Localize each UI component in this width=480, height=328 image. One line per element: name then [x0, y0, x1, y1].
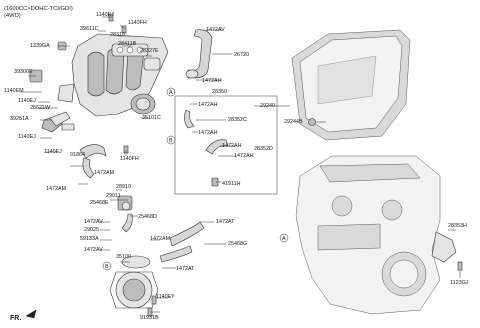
callout-1123GJ[interactable]: 1123GJ [450, 280, 469, 286]
callout-1472AT-top[interactable]: 1472AT [216, 219, 235, 225]
bolt-1140EJ-top[interactable] [108, 13, 114, 22]
hose-25468E[interactable] [82, 157, 95, 179]
callout-28910[interactable]: 28910 [116, 184, 131, 190]
leader-lines [20, 16, 461, 313]
intake-gasket-2[interactable] [143, 57, 161, 71]
callout-29011[interactable]: 29011 [106, 193, 121, 199]
air-intake-hose-26720[interactable] [185, 29, 213, 79]
callout-39611C[interactable]: 39611C [80, 26, 99, 32]
callout-28353H[interactable]: 28353H [448, 223, 467, 229]
callout-1472AM-a[interactable]: 1472AM [94, 170, 115, 176]
callout-25621W[interactable]: 25621W [30, 105, 51, 111]
header-engine-spec: (1600CC>DOHC-TCI/GDI) [4, 6, 73, 12]
callout-1472AH-1[interactable]: 1472AH [198, 102, 218, 108]
callout-1140EJ-mid[interactable]: 1140EJ [18, 98, 36, 104]
bolt-1140EY[interactable] [151, 295, 157, 305]
callout-28310[interactable]: 28310 [110, 32, 125, 38]
hose-25468D[interactable] [121, 213, 133, 233]
ref-b-throttle: B [102, 261, 112, 271]
callout-1339GA[interactable]: 1339GA [30, 43, 50, 49]
callout-28327E[interactable]: 28327E [140, 48, 159, 54]
svg-text:B: B [169, 138, 173, 144]
valve-29011[interactable] [121, 201, 131, 211]
bracket-28353H[interactable] [431, 231, 457, 263]
callout-1472AM-c[interactable]: 1472AM [150, 236, 171, 242]
front-direction-indicator: FR. [10, 309, 37, 322]
fr-arrow-icon [25, 309, 37, 319]
callout-25468E[interactable]: 25468E [90, 200, 109, 206]
callout-1140FH-low[interactable]: 1140FH [120, 156, 139, 162]
svg-text:A: A [282, 236, 286, 242]
callout-29240[interactable]: 29240 [260, 103, 275, 109]
bracket-39251A[interactable] [49, 111, 71, 127]
engine-cover[interactable] [291, 29, 411, 141]
svg-text:B: B [105, 264, 109, 270]
throttle-body-35100[interactable] [109, 271, 159, 309]
callout-1472AT-low[interactable]: 1472AT [176, 266, 195, 272]
callout-91931B[interactable]: 91931B [140, 315, 159, 321]
callout-1472AM-b[interactable]: 1472AM [46, 186, 67, 192]
callout-39300E[interactable]: 39300E [14, 69, 33, 75]
callout-29025[interactable]: 29025 [84, 227, 99, 233]
callout-35100[interactable]: 35100 [116, 254, 131, 260]
callout-1140FH-top[interactable]: 1140FH [128, 20, 147, 26]
callout-39251A[interactable]: 39251A [10, 116, 29, 122]
cover-grommet-29244B[interactable] [308, 118, 316, 126]
callout-1140EJ-low[interactable]: 1140EJ [18, 134, 36, 140]
ref-a-top: A [166, 87, 176, 97]
ref-b-top: B [166, 135, 176, 145]
callout-29244B[interactable]: 29244B [284, 119, 303, 125]
callout-1472AV-top[interactable]: 1472AV [206, 27, 225, 33]
callout-28411B[interactable]: 28411B [118, 41, 137, 47]
callout-59133A[interactable]: 59133A [80, 236, 99, 242]
callout-1140EM[interactable]: 1140EM [4, 88, 24, 94]
callout-1140EJ-low2[interactable]: 1140EJ [44, 149, 62, 155]
hose-28352C[interactable] [184, 109, 195, 129]
detail-box-28350 [174, 95, 278, 195]
callout-91864[interactable]: 91864 [70, 152, 85, 158]
callout-1472AH-top[interactable]: 1472AH [202, 78, 222, 84]
engine-assembly [295, 155, 441, 315]
callout-28350[interactable]: 28350 [212, 89, 227, 95]
svg-text:A: A [169, 90, 173, 96]
callout-35101C[interactable]: 35101C [142, 115, 161, 121]
header-drive-type: (4WD) [4, 13, 21, 19]
callout-25468G[interactable]: 25468G [228, 241, 247, 247]
callout-1140EY[interactable]: 1140EY [156, 294, 175, 300]
callout-28352C[interactable]: 28352C [228, 117, 247, 123]
callout-26720[interactable]: 26720 [234, 52, 249, 58]
ref-a-engine: A [279, 233, 289, 243]
callouts: 1140EJ 1140FH 39611C 28310 1339GA 28411B… [4, 12, 469, 321]
fr-label: FR. [10, 315, 21, 322]
callout-1472AV-low[interactable]: 1472AV [84, 247, 103, 253]
hose-25468G[interactable] [159, 221, 205, 263]
callout-25468D[interactable]: 25468D [138, 214, 157, 220]
callout-1140EJ-top[interactable]: 1140EJ [96, 12, 114, 18]
callout-41911H[interactable]: 41911H [222, 181, 241, 187]
bolt-1123GJ[interactable] [457, 261, 463, 271]
bolt-1140FH-top[interactable] [121, 25, 127, 34]
callout-1472AH-3[interactable]: 1472AH [222, 143, 242, 149]
callout-28352D[interactable]: 28352D [254, 146, 273, 152]
intake-gasket[interactable] [111, 43, 149, 57]
callout-1472AV-mid[interactable]: 1472AV [84, 219, 103, 225]
callout-1472AH-4[interactable]: 1472AH [234, 153, 254, 159]
hose-91864[interactable] [79, 144, 107, 159]
callout-1472AH-2[interactable]: 1472AH [198, 130, 218, 136]
